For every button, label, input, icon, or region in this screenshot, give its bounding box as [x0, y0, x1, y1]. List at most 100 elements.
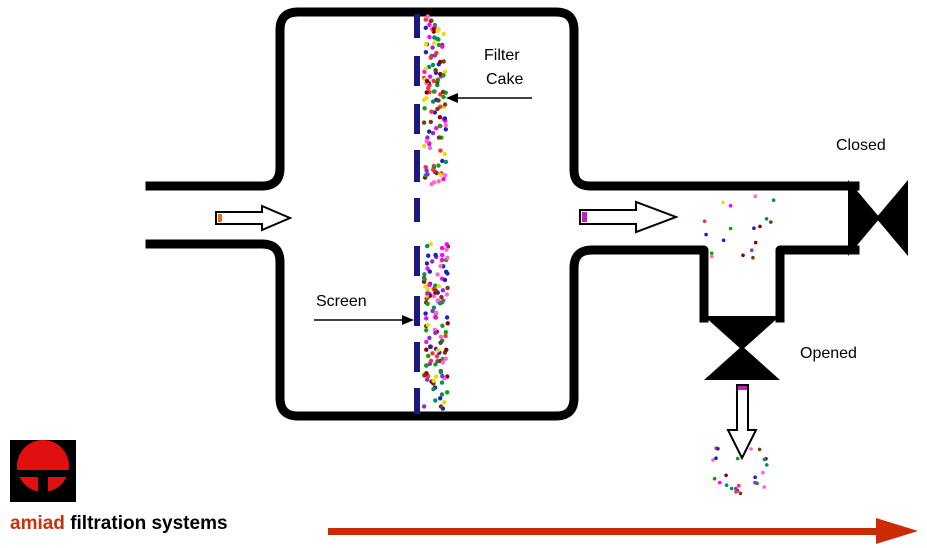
particle — [431, 167, 436, 172]
particle — [430, 45, 435, 50]
particle — [430, 99, 436, 104]
particle — [431, 378, 436, 383]
particle — [433, 288, 438, 293]
particle — [433, 398, 438, 403]
particle — [436, 179, 441, 184]
particle — [440, 252, 445, 258]
particle — [429, 18, 434, 23]
particle — [441, 59, 446, 64]
particle — [435, 106, 440, 112]
particle — [442, 116, 448, 121]
particle — [427, 34, 432, 40]
particle — [423, 165, 428, 170]
particle — [764, 217, 769, 221]
particle — [445, 321, 450, 326]
screen-segment — [414, 198, 420, 222]
particle — [428, 119, 433, 125]
screen-segment — [414, 56, 420, 86]
particle — [432, 110, 437, 115]
particle — [424, 168, 429, 173]
particle — [421, 404, 427, 409]
particle — [438, 59, 443, 65]
brand-wordmark: amiad filtration systems — [10, 513, 228, 535]
particle — [427, 269, 432, 274]
particle — [431, 293, 437, 299]
particle — [438, 396, 443, 401]
particle — [761, 470, 765, 475]
particle — [709, 251, 714, 255]
particle — [758, 224, 762, 229]
particle — [428, 344, 433, 349]
particle — [444, 292, 449, 297]
particle — [428, 358, 434, 364]
particle — [425, 287, 431, 292]
screen-segment — [414, 104, 420, 134]
particle — [427, 335, 432, 341]
particle — [440, 300, 445, 305]
particle — [427, 22, 432, 27]
particle — [428, 55, 433, 60]
particle — [438, 370, 444, 375]
particle — [735, 456, 740, 461]
particle — [749, 447, 753, 451]
particle — [426, 253, 431, 258]
particle — [433, 362, 438, 367]
screen-pointer — [314, 315, 414, 325]
particle — [728, 203, 733, 208]
particle — [424, 339, 429, 345]
inlet-pipe-bottom — [145, 239, 709, 421]
particle — [757, 447, 762, 452]
particle — [440, 288, 446, 293]
outlet-arrow — [579, 200, 679, 234]
particle — [442, 277, 448, 283]
filter-cake-pointer — [446, 93, 532, 103]
drain-pipe — [775, 245, 860, 323]
particle — [437, 115, 443, 120]
particle — [426, 353, 431, 359]
particle — [434, 36, 440, 41]
opened-valve-label: Opened — [800, 345, 857, 362]
brand-tagline: filtration systems — [70, 513, 228, 534]
particle — [443, 123, 448, 128]
particle — [424, 78, 430, 84]
particle — [434, 354, 440, 359]
particle — [434, 50, 439, 56]
particle — [425, 301, 430, 306]
particle — [439, 380, 445, 385]
screen-segment — [414, 150, 420, 182]
particle — [425, 291, 430, 296]
particle — [445, 271, 450, 276]
particle — [442, 69, 448, 75]
particle — [423, 50, 429, 55]
particle — [423, 41, 429, 47]
particle — [422, 272, 427, 277]
particle — [721, 238, 726, 243]
particle — [436, 98, 441, 103]
particle — [422, 106, 427, 111]
particle — [753, 240, 758, 245]
brand-name: amiad — [10, 513, 65, 534]
closed-valve-label: Closed — [836, 137, 886, 154]
particle — [704, 232, 708, 237]
particle — [421, 120, 427, 125]
particle — [423, 66, 429, 71]
particle — [430, 351, 435, 356]
amiad-logo-icon — [10, 432, 76, 502]
screen-segment — [414, 246, 420, 276]
particle — [445, 255, 450, 260]
screen-segment — [414, 342, 420, 372]
particles — [421, 14, 776, 496]
drain-arrow — [726, 384, 758, 461]
particle — [430, 130, 436, 136]
particle — [440, 158, 445, 164]
particle — [721, 200, 725, 205]
particle — [435, 298, 441, 303]
particle — [762, 485, 767, 489]
particle — [436, 42, 442, 48]
particle — [441, 94, 446, 100]
particle — [440, 323, 445, 328]
closed-valve-right — [876, 180, 908, 256]
particle — [444, 247, 449, 252]
particle — [729, 486, 734, 491]
particle — [434, 170, 439, 176]
